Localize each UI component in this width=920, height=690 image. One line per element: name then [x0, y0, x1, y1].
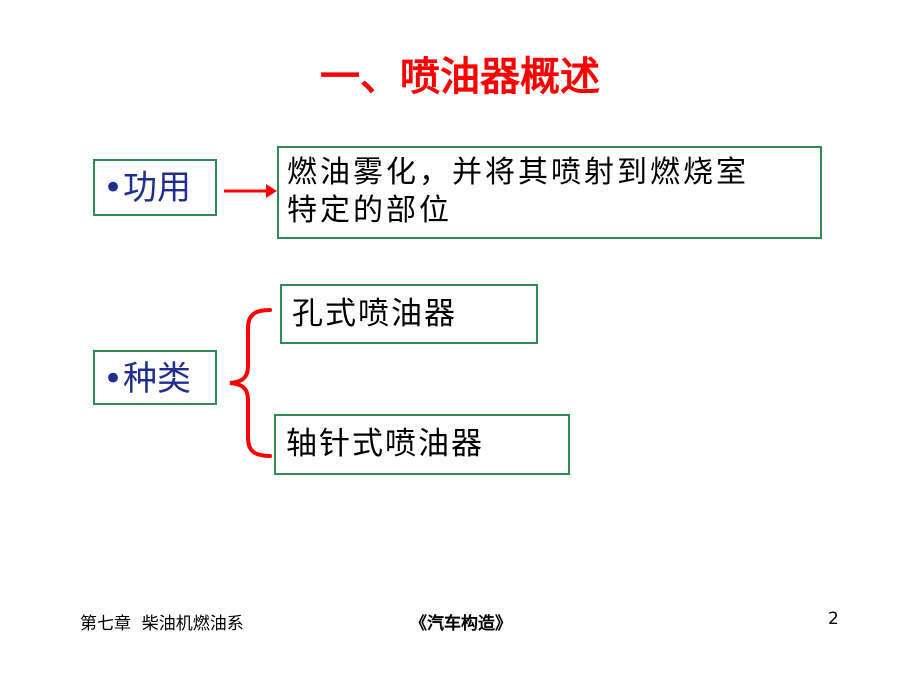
type-item-box: 轴针式喷油器 — [274, 414, 570, 475]
types-label-box: •种类 — [93, 350, 217, 405]
curly-brace-icon — [229, 308, 272, 458]
footer-book-title: 《汽车构造》 — [410, 614, 512, 634]
function-description-line1: 燃油雾化，并将其喷射到燃烧室 — [287, 155, 749, 190]
type-item-box: 孔式喷油器 — [280, 284, 538, 344]
function-label: •功用 — [103, 168, 192, 208]
slide-title: 一、喷油器概述 — [320, 54, 600, 100]
arrow-right-icon — [224, 184, 277, 198]
type-item-label: 轴针式喷油器 — [286, 426, 484, 462]
function-description-line2: 特定的部位 — [287, 193, 452, 228]
footer-chapter: 第七章 柴油机燃油系 — [80, 614, 244, 634]
type-item-label: 孔式喷油器 — [292, 296, 457, 332]
footer-page-number: 2 — [828, 609, 839, 629]
types-label: •种类 — [103, 359, 192, 399]
function-label-box: •功用 — [93, 159, 217, 216]
function-description-box: 燃油雾化，并将其喷射到燃烧室 特定的部位 — [277, 146, 822, 239]
